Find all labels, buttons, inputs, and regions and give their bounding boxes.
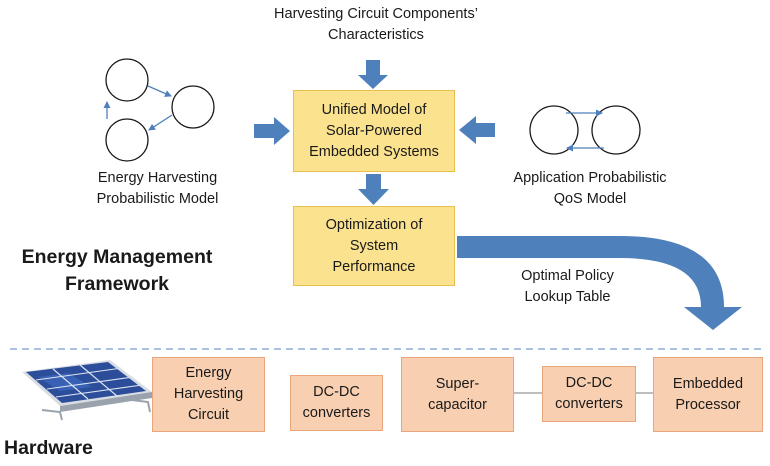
energy-harvesting-circuit-block: Energy Harvesting Circuit: [152, 357, 265, 432]
energy-state-3: [105, 118, 149, 162]
qos-model-label: Application Probabilistic QoS Model: [513, 170, 667, 207]
embedded-processor-block: Embedded Processor: [653, 357, 763, 432]
dc-dc-converter-block-1: DC-DC converters: [290, 375, 383, 431]
qos-markov-chain: [529, 105, 641, 155]
arrow-qos-to-unified: [459, 116, 495, 144]
supercapacitor-block: Super- capacitor: [401, 357, 514, 432]
arrow-unified-to-optimization: [358, 174, 389, 205]
arrow-down-to-unified: [358, 60, 388, 89]
energy-state-1: [105, 58, 149, 102]
transition-1-2: [147, 85, 172, 97]
components-characteristics-label: Harvesting Circuit Components’ Character…: [274, 6, 478, 43]
energy-markov-chain: [103, 58, 215, 162]
hardware-title: Hardware: [4, 437, 93, 459]
energy-state-2: [171, 85, 215, 129]
energy-harvesting-model-label: Energy Harvesting Probabilistic Model: [96, 170, 219, 207]
optimal-policy-label: Optimal Policy Lookup Table: [521, 268, 614, 305]
unified-model-box: Unified Model of Solar-Powered Embedded …: [293, 90, 455, 172]
qos-state-1: [529, 105, 579, 155]
solar-panel-image: [22, 360, 152, 421]
optimization-box: Optimization of System Performance: [293, 206, 455, 286]
arrow-policy-to-processor: [457, 236, 742, 330]
transition-2-3: [148, 114, 173, 131]
framework-title: Energy Management Framework: [21, 246, 213, 295]
arrow-energy-to-unified: [254, 117, 290, 145]
qos-state-2: [591, 105, 641, 155]
dc-dc-converter-block-2: DC-DC converters: [542, 366, 636, 422]
